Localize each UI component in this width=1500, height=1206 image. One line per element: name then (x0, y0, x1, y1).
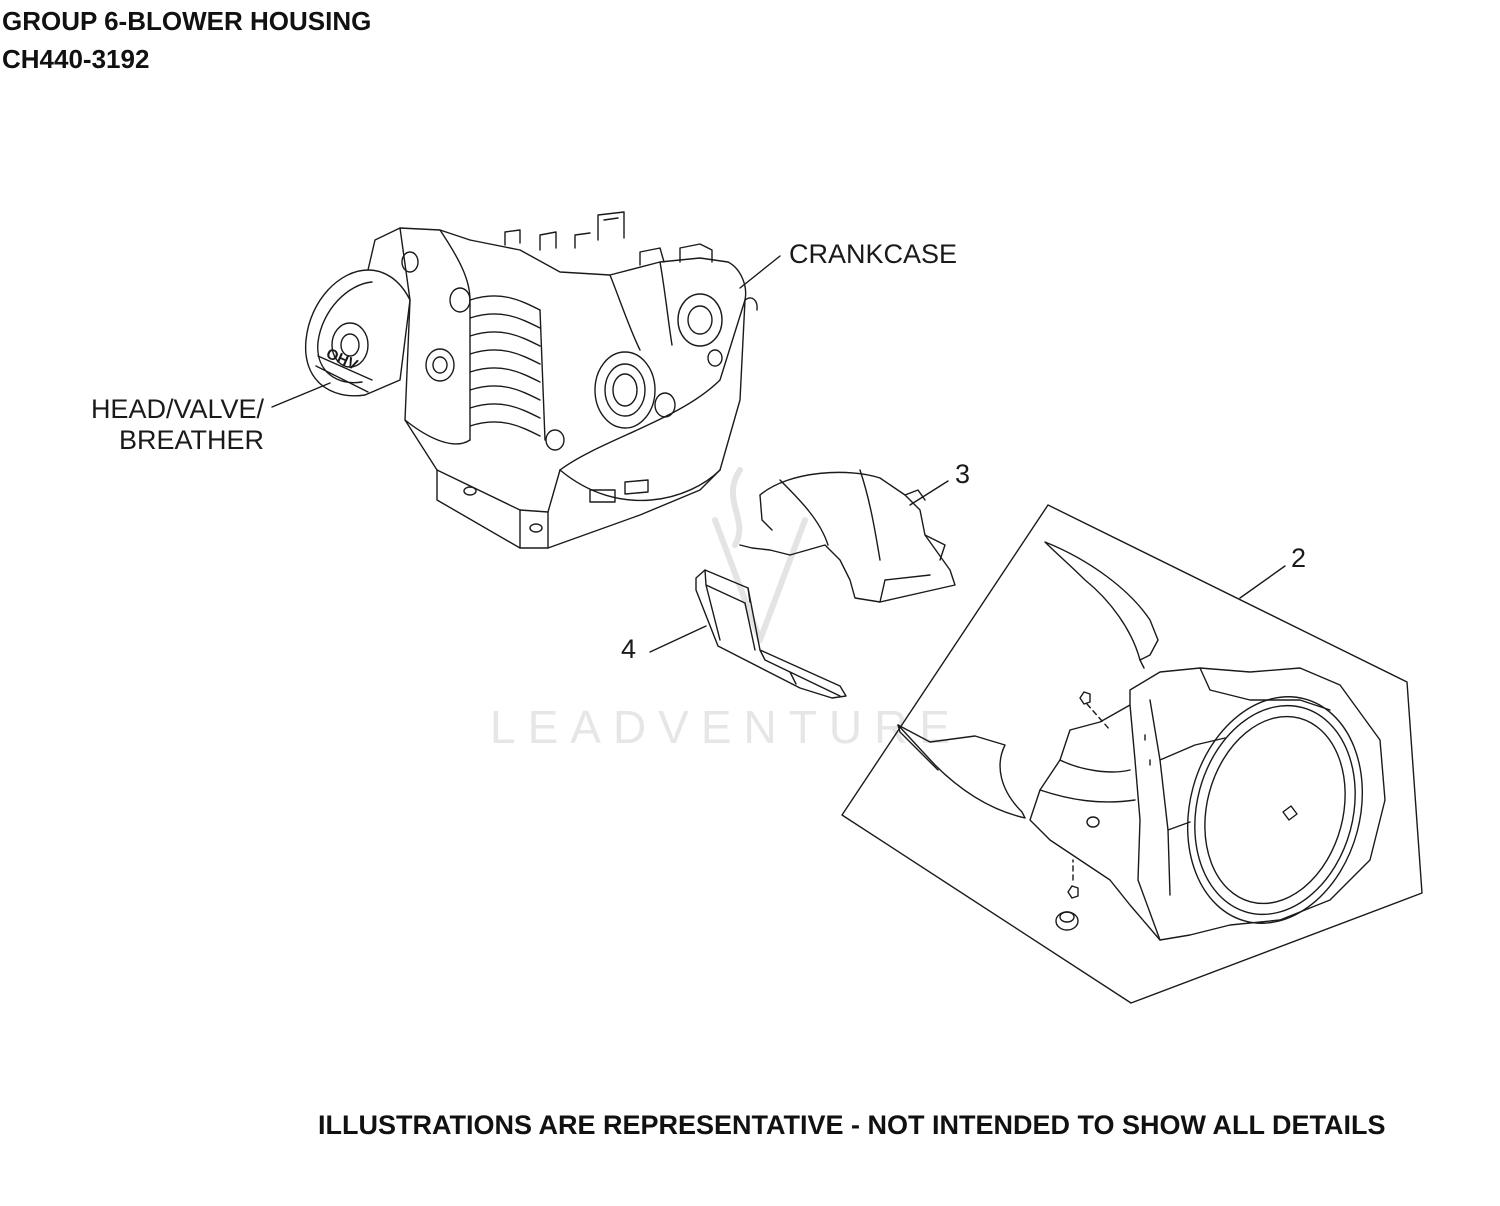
model-number: CH440-3192 (2, 44, 150, 74)
head-callout-line1: HEAD/VALVE/ (90, 394, 264, 424)
part-4-leader-line (649, 625, 707, 653)
crankcase-callout: CRANKCASE (789, 239, 958, 269)
part-2-lower-shield (897, 724, 1026, 819)
part-4-bracket (695, 569, 847, 699)
item-2-callout: 2 (1291, 543, 1307, 573)
watermark-logo (712, 467, 808, 643)
part-2-leader-line (1239, 565, 1286, 599)
ohv-badge-text: OHV (324, 345, 361, 374)
valve-cover (304, 269, 411, 397)
item-3-callout: 3 (955, 459, 971, 489)
diagram-title: GROUP 6-BLOWER HOUSING (2, 6, 372, 36)
engine-assembly (304, 211, 758, 549)
part-3-baffle (739, 469, 956, 603)
item-4-callout: 4 (621, 634, 637, 664)
head-callout-line2: BREATHER (118, 425, 264, 455)
disclaimer-footer: ILLUSTRATIONS ARE REPRESENTATIVE - NOT I… (318, 1110, 1386, 1140)
part-2-group-frame (841, 504, 1423, 1004)
part-2-upper-shield (1044, 541, 1159, 669)
part-2-fasteners (1055, 691, 1111, 931)
cylinder-fins (469, 295, 546, 441)
crankcase-leader-line (739, 255, 781, 289)
head-leader-line (271, 382, 331, 408)
head-valve-breather-callout: HEAD/VALVE/ BREATHER (74, 394, 264, 456)
watermark-text: LEADVENTURE (490, 701, 962, 753)
part-3-leader-line (909, 480, 949, 506)
blower-housing (1029, 667, 1386, 941)
